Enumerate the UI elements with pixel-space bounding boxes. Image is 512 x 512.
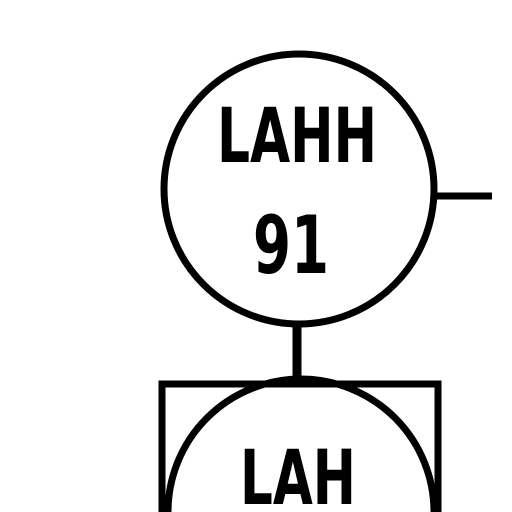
upper-instrument-bubble: LAHH 91: [160, 50, 438, 328]
lower-instrument-tag: LAH: [240, 433, 356, 512]
lower-instrument-symbol: LAH: [158, 375, 442, 512]
lower-instrument-arc: [164, 375, 438, 512]
upper-instrument-tag: LAHH: [217, 91, 377, 180]
upper-instrument-number: 91: [253, 199, 329, 292]
lower-instrument-box: [158, 380, 442, 512]
